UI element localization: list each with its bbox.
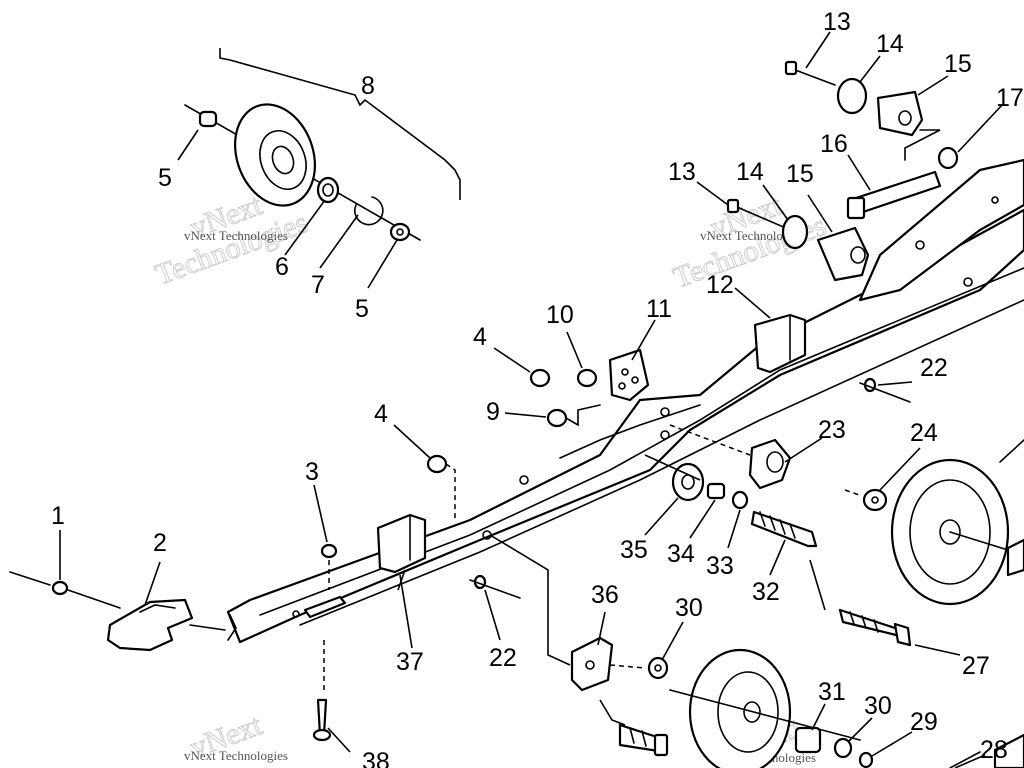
callout-9: 9 (486, 398, 500, 426)
idler-wheel-assembly (184, 48, 461, 242)
callout-22: 22 (920, 354, 948, 382)
callout-5: 5 (158, 164, 172, 192)
bracket-23 (669, 424, 792, 490)
callout-14: 14 (876, 30, 904, 58)
callout-32: 32 (752, 578, 780, 606)
callout-24: 24 (910, 419, 938, 447)
nuts-group (426, 368, 601, 520)
callout-7: 7 (311, 271, 325, 299)
callout-33: 33 (706, 552, 734, 580)
callout-15: 15 (944, 50, 972, 78)
lower-left-hardware (320, 377, 911, 599)
callout-5: 5 (355, 295, 369, 323)
callout-14: 14 (736, 158, 764, 186)
callout-1: 1 (51, 502, 65, 530)
bolt-38 (312, 640, 351, 753)
callout-2: 2 (153, 529, 167, 557)
callout-23: 23 (818, 416, 846, 444)
callout-3: 3 (305, 458, 319, 486)
plate-11 (608, 348, 650, 402)
callout-17: 17 (996, 84, 1024, 112)
callout-15: 15 (786, 160, 814, 188)
upper-hardware-group (726, 60, 959, 282)
callout-11: 11 (646, 295, 672, 323)
callout-30: 30 (864, 692, 892, 720)
callout-29: 29 (910, 708, 938, 736)
leader-lines (59, 31, 1004, 768)
bolt-27 (838, 608, 961, 656)
callout-31: 31 (818, 678, 846, 706)
callout-10: 10 (546, 301, 574, 329)
callout-28: 28 (980, 736, 1008, 764)
callout-27: 27 (962, 652, 990, 680)
rail-cap (9, 571, 226, 652)
callout-30: 30 (675, 594, 703, 622)
callout-35: 35 (620, 536, 648, 564)
callout-13: 13 (823, 8, 851, 36)
watermark-group-2: vNext Technologies vNext Technologies (669, 188, 831, 295)
bracket-12 (753, 313, 807, 374)
callout-34: 34 (667, 540, 695, 568)
callout-4: 4 (473, 323, 487, 351)
callout-12: 12 (706, 271, 734, 299)
hardware-35-32 (644, 454, 826, 611)
callout-22: 22 (489, 644, 517, 672)
watermark-group-3: vNext vNext Technologies (184, 708, 288, 765)
callout-37: 37 (396, 648, 424, 676)
callout-38: 38 (362, 748, 390, 768)
wheel-right (844, 439, 1024, 606)
callout-6: 6 (275, 253, 289, 281)
callout-13: 13 (668, 158, 696, 186)
callout-36: 36 (591, 581, 619, 609)
watermark-text: vNext Technologies (184, 228, 288, 243)
watermark-text: vNext Technologies (700, 228, 804, 243)
callout-4: 4 (374, 400, 388, 428)
watermark-text: vNext Technologies (184, 748, 288, 763)
callout-8: 8 (361, 72, 375, 100)
callout-16: 16 (820, 130, 848, 158)
slide-rail (226, 158, 1024, 644)
callout-labels: 8 5 6 7 5 13 14 15 17 16 13 14 15 12 10 … (51, 8, 1024, 768)
